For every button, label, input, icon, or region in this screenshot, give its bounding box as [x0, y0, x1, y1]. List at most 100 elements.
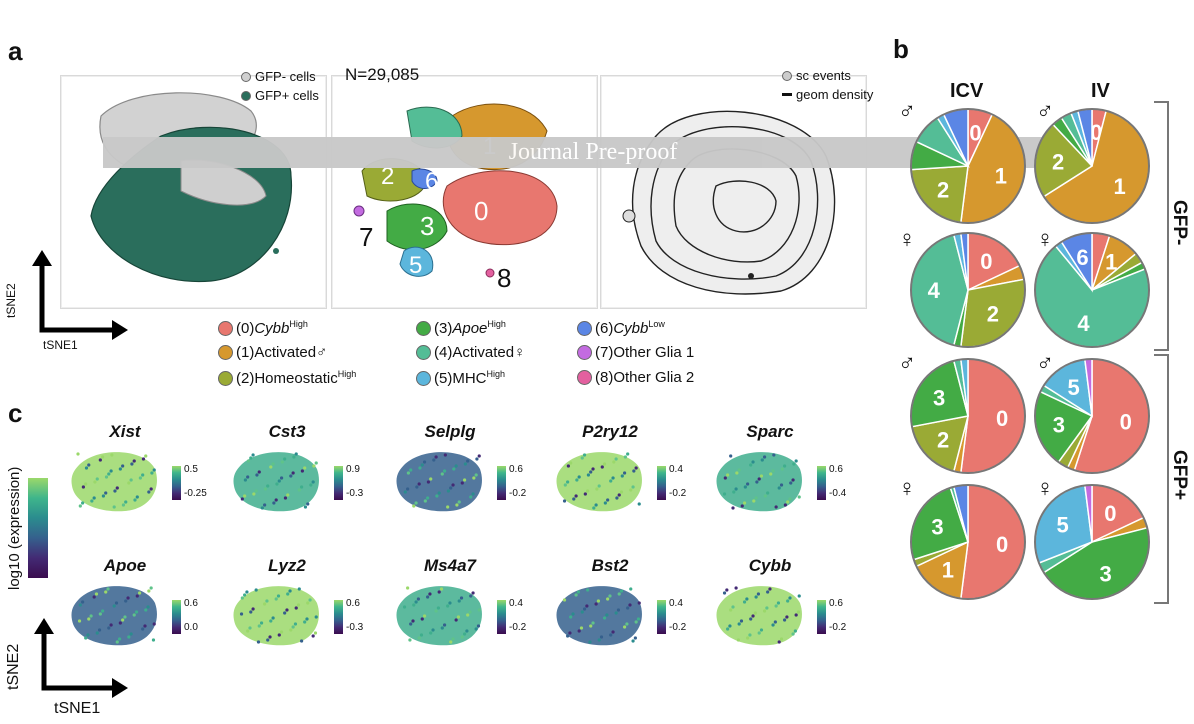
colorbar-title: log10 (expression)	[6, 466, 23, 590]
cluster-legend-item: (5)MHCHigh	[416, 369, 505, 387]
colorbar-high-label: 0.6	[184, 598, 198, 609]
legend-geom-density: geom density	[782, 87, 873, 102]
cluster-swatch	[416, 345, 431, 360]
colorbar-high-label: 0.9	[346, 464, 360, 475]
gene-tsne-plot	[716, 586, 802, 646]
gene-title: P2ry12	[582, 422, 638, 441]
gfp-plus-swatch	[241, 90, 251, 101]
gene-colorbar	[657, 600, 666, 634]
pie-slice-label: 4	[928, 278, 941, 303]
cluster-legend-text: (6)CybbLow	[595, 319, 665, 337]
gene-colorbar	[334, 600, 343, 634]
colorbar-low-label: -0.2	[509, 488, 527, 499]
male-symbol: ♂	[1036, 98, 1054, 125]
tsne-density-plot	[600, 75, 867, 309]
pie-chart: 035	[1034, 484, 1150, 600]
cluster-number-8: 8	[497, 263, 512, 293]
gene-tsne-plot	[71, 452, 157, 512]
colorbar-high-label: 0.6	[829, 464, 843, 475]
cluster-number-6: 6	[425, 168, 439, 195]
gene-tsne-plot	[396, 586, 482, 646]
axis-arrows-a	[32, 250, 128, 340]
tsne-cluster-scatter	[353, 103, 558, 278]
gene-title: Lyz2	[268, 556, 306, 575]
pie-chart: 012	[910, 108, 1026, 224]
pie-outline	[910, 358, 1026, 474]
cluster-legend-text: (0)CybbHigh	[236, 319, 308, 337]
cluster-legend-text: (1)Activated♂	[236, 344, 328, 361]
cluster-legend-text: (4)Activated♀	[434, 344, 526, 361]
pie-slice-label: 0	[996, 406, 1008, 431]
cluster-legend-text: (8)Other Glia 2	[595, 369, 695, 386]
pie-outline	[1034, 358, 1150, 474]
colorbar-low-label: -0.3	[346, 488, 364, 499]
cluster-swatch	[218, 345, 233, 360]
legend-sc-events: sc events	[782, 68, 851, 83]
female-symbol: ♀	[1036, 226, 1054, 253]
cluster-legend-text: (7)Other Glia 1	[595, 344, 695, 361]
cluster-legend-text: (5)MHCHigh	[434, 369, 506, 387]
pie-slice-label: 2	[937, 427, 949, 452]
gene-tsne-plot	[233, 452, 319, 512]
female-symbol: ♀	[898, 475, 916, 502]
group-label-gfp-plus: GFP+	[1169, 450, 1190, 501]
panel-letter-b: b	[893, 34, 909, 64]
axis-label-tsne2-c: tSNE2	[5, 643, 22, 690]
pie-slice-label: 2	[937, 177, 949, 202]
pie-slice-label: 1	[1105, 250, 1117, 275]
geom-density-swatch	[782, 93, 792, 96]
colorbar-low-label: -0.2	[669, 488, 687, 499]
pie-slice-label: 2	[987, 301, 999, 326]
colorbar-high-label: 0.6	[829, 598, 843, 609]
cluster-swatch	[577, 345, 592, 360]
female-symbol: ♀	[898, 226, 916, 253]
axis-label-tsne2-a: tSNE2	[4, 283, 18, 318]
axis-arrows-c	[34, 618, 128, 698]
pie-slice-label: 3	[933, 386, 945, 411]
expression-colorbar	[28, 478, 48, 578]
pie-slice-label: 0	[980, 249, 992, 274]
pie-chart: 035	[1034, 358, 1150, 474]
gfp-minus-swatch	[241, 71, 251, 82]
tsne-density-contours	[622, 110, 836, 295]
cluster-number-5: 5	[409, 252, 423, 279]
axis-label-tsne1-c: tSNE1	[54, 700, 101, 717]
sc-events-label: sc events	[796, 68, 851, 83]
female-symbol: ♀	[1036, 475, 1054, 502]
tsne-cluster-plot	[331, 75, 598, 309]
cluster-swatch	[218, 370, 233, 386]
gene-title: Selplg	[424, 422, 476, 441]
cluster-legend-item: (8)Other Glia 2	[577, 369, 694, 386]
gene-colorbar	[172, 466, 181, 500]
gene-tsne-plot	[396, 452, 482, 512]
gene-title: Xist	[109, 422, 141, 441]
cluster-legend-item: (2)HomeostaticHigh	[218, 369, 356, 387]
cluster-swatch	[218, 320, 233, 336]
cluster-swatch	[416, 370, 431, 386]
cluster-legend-item: (4)Activated♀	[416, 344, 525, 361]
pie-outline	[1034, 108, 1150, 224]
pie-slice-label: 3	[931, 514, 943, 539]
cluster-legend-item: (7)Other Glia 1	[577, 344, 694, 361]
cluster-legend-item: (3)ApoeHigh	[416, 319, 506, 337]
legend-gfp-minus: GFP- cells	[241, 69, 316, 84]
cluster-swatch	[577, 370, 592, 385]
cluster-legend-item: (6)CybbLow	[577, 319, 665, 337]
cluster-swatch	[416, 320, 431, 336]
pie-slice	[960, 358, 1026, 474]
gene-colorbar	[657, 466, 666, 500]
gene-tsne-plot	[556, 586, 642, 646]
gene-colorbar	[172, 600, 181, 634]
colorbar-low-label: -0.25	[184, 488, 207, 499]
pie-chart: 012	[1034, 108, 1150, 224]
cluster-number-2: 2	[381, 163, 395, 190]
pie-slice-label: 5	[1056, 513, 1068, 538]
pie-slice-label: 0	[1104, 501, 1116, 526]
male-symbol: ♂	[898, 98, 916, 125]
pie-slice-label: 0	[969, 121, 981, 146]
pie-outline	[910, 108, 1026, 224]
gene-title: Bst2	[591, 556, 629, 575]
pie-slice-label: 0	[996, 532, 1008, 557]
pie-slice	[960, 484, 1026, 600]
